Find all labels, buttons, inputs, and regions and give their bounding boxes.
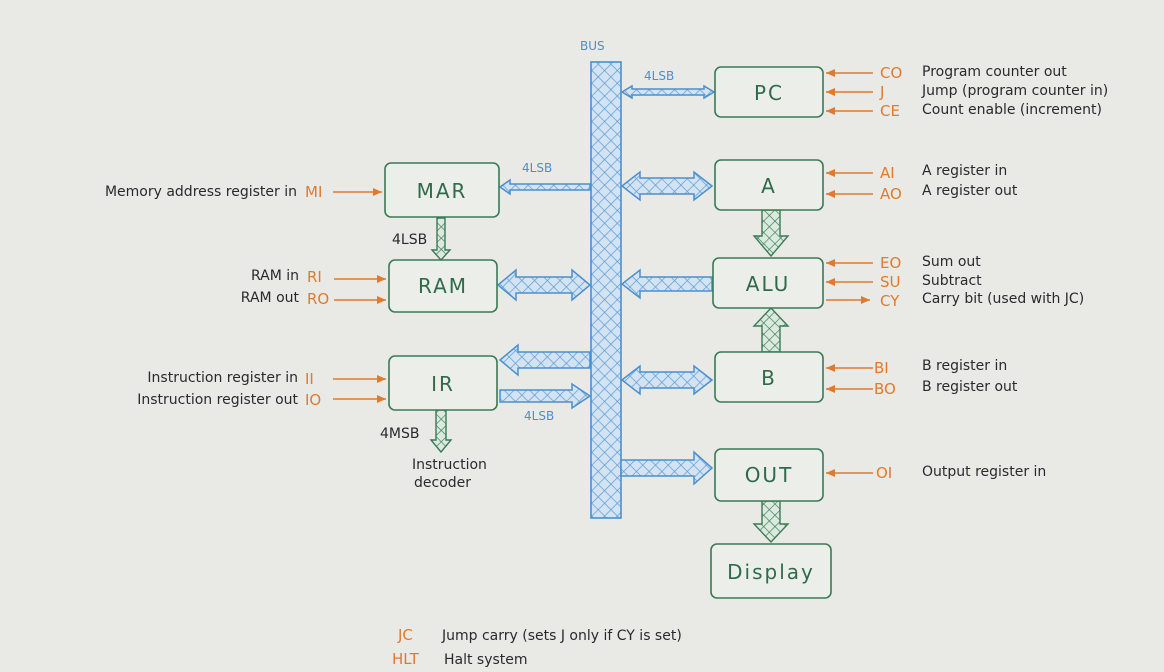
signal-code-io: IO	[305, 391, 321, 409]
footer-code-hlt: HLT	[392, 650, 420, 668]
b-block-label: B	[761, 366, 777, 390]
signal-code-ao: AO	[880, 185, 902, 203]
blocks: PC MAR A RAM ALU IR B OUT Display	[384, 66, 832, 599]
bus-label: BUS	[580, 39, 605, 53]
mar-block	[384, 162, 500, 218]
mar-ram-4lsb-label: 4LSB	[392, 232, 427, 248]
signal-code-ai: AI	[880, 164, 895, 182]
signal-code-su: SU	[880, 273, 901, 291]
signal-code-eo: EO	[880, 254, 901, 272]
signal-desc-cy: Carry bit (used with JC)	[922, 291, 1084, 307]
ram-block	[388, 259, 498, 313]
bus: BUS	[580, 39, 622, 519]
signal-code-mi: MI	[305, 183, 322, 201]
bus-ir-in-arrow	[498, 343, 591, 377]
signal-desc-co: Program counter out	[922, 64, 1067, 80]
signal-code-co: CO	[880, 64, 902, 82]
out-display-arrow	[752, 500, 790, 544]
signal-desc-ce: Count enable (increment)	[922, 102, 1102, 118]
ir-4lsb-label: 4LSB	[524, 409, 554, 423]
signal-desc-j: Jump (program counter in)	[921, 83, 1108, 99]
signal-code-ro: RO	[307, 290, 329, 308]
signal-desc-ai: A register in	[922, 163, 1007, 179]
b-alu-arrow	[752, 306, 790, 353]
signal-code-bi: BI	[874, 359, 889, 377]
signal-desc-bo: B register out	[922, 379, 1018, 395]
instruction-decoder: Instruction decoder	[412, 457, 487, 491]
signal-code-cy: CY	[880, 292, 900, 310]
mar-block-label: MAR	[417, 179, 468, 203]
bus-out-arrow	[620, 450, 714, 486]
signal-desc-bi: B register in	[922, 358, 1007, 374]
left-control-signals: Memory address register in MI RAM in RI …	[105, 183, 386, 409]
bus-ram-arrow	[496, 268, 592, 302]
alu-block	[712, 257, 824, 309]
signal-code-bo: BO	[874, 380, 896, 398]
footer-signals: JC Jump carry (sets J only if CY is set)…	[392, 626, 682, 668]
mar-ram-arrow	[430, 217, 452, 262]
footer-desc-hlt: Halt system	[444, 652, 528, 668]
signal-desc-ii: Instruction register in	[147, 370, 298, 386]
out-block	[714, 448, 824, 502]
ir-block-label: IR	[431, 372, 455, 396]
display-block-label: Display	[727, 560, 815, 584]
internal-arrows	[429, 209, 790, 544]
ir-4msb-label: 4MSB	[380, 426, 419, 442]
display-block	[710, 543, 832, 599]
bus-width-labels: 4LSB 4LSB 4LSB 4LSB 4MSB	[380, 69, 674, 442]
bus-mar-arrow	[498, 178, 591, 196]
out-block-label: OUT	[745, 463, 794, 487]
signal-desc-mi: Memory address register in	[105, 184, 297, 200]
signal-code-j: J	[879, 83, 884, 101]
pc-block	[714, 66, 824, 118]
signal-desc-eo: Sum out	[922, 254, 981, 270]
footer-desc-jc: Jump carry (sets J only if CY is set)	[441, 628, 682, 644]
footer-code-jc: JC	[397, 626, 413, 644]
bus-alu-arrow	[620, 268, 713, 300]
bus-b-arrow	[620, 364, 714, 396]
b-block	[714, 351, 824, 403]
signal-code-ce: CE	[880, 102, 900, 120]
signal-desc-ri: RAM in	[251, 268, 299, 284]
bus-pc-arrow	[620, 84, 716, 100]
bus-a-arrow	[620, 170, 714, 202]
signal-desc-su: Subtract	[922, 273, 982, 289]
a-block	[714, 159, 824, 211]
right-control-signals: CO Program counter out J Jump (program c…	[826, 64, 1108, 482]
bus-bar	[590, 61, 622, 519]
signal-code-oi: OI	[876, 464, 892, 482]
mar-4lsb-label: 4LSB	[522, 161, 552, 175]
a-alu-arrow	[752, 209, 790, 258]
signal-desc-io: Instruction register out	[137, 392, 298, 408]
alu-block-label: ALU	[746, 272, 790, 296]
signal-desc-ro: RAM out	[241, 290, 300, 306]
signal-code-ii: II	[305, 370, 314, 388]
a-block-label: A	[761, 174, 777, 198]
pc-block-label: PC	[754, 81, 784, 105]
signal-code-ri: RI	[307, 268, 322, 286]
decoder-line2: decoder	[414, 475, 471, 491]
ir-decoder-arrow	[429, 409, 453, 454]
ir-block	[388, 355, 498, 411]
decoder-line1: Instruction	[412, 457, 487, 473]
bus-ir-out-arrow	[499, 382, 592, 410]
signal-desc-ao: A register out	[922, 183, 1018, 199]
pc-4lsb-label: 4LSB	[644, 69, 674, 83]
signal-desc-oi: Output register in	[922, 464, 1046, 480]
ram-block-label: RAM	[418, 274, 468, 298]
bus-connections	[496, 84, 716, 486]
